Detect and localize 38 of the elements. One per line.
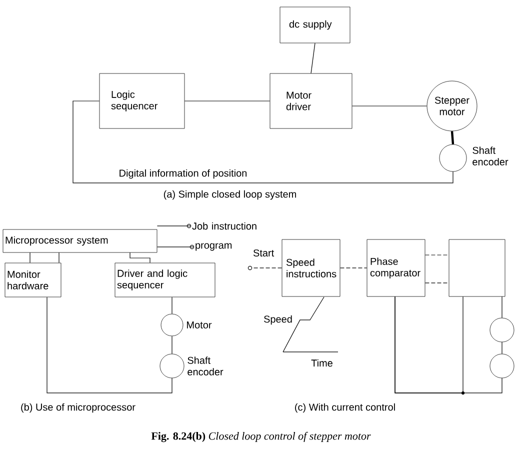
- terminal-label: Job instruction: [186, 222, 256, 230]
- connector-line: [424, 282, 450, 284]
- connector-line: [72, 100, 454, 184]
- circle-symbol: [439, 144, 467, 172]
- panel-label: Speed: [264, 315, 292, 325]
- circle-symbol: [490, 354, 514, 378]
- block-box: Motor driver: [270, 73, 352, 129]
- block-box: Monitor hardware: [4, 262, 62, 298]
- connector-line: [394, 296, 464, 394]
- connector-line: [310, 42, 316, 74]
- empty-box: [448, 239, 506, 297]
- connector-line: [46, 296, 172, 394]
- component-label: Shaft encoder: [472, 146, 508, 166]
- connector-line: [184, 100, 270, 102]
- block-box: Speed instructions: [282, 239, 340, 297]
- terminal-label: program: [190, 243, 232, 251]
- edge-label: Digital information of position: [118, 168, 248, 180]
- block-box: Logic sequencer: [99, 73, 185, 129]
- component-label: Shaft encoder: [188, 356, 224, 376]
- connector-line: [424, 254, 450, 256]
- panel-label: (c) With current control: [295, 403, 395, 413]
- connector-line: [450, 131, 454, 144]
- terminal-label: Start: [248, 249, 274, 270]
- block-box: Driver and logic sequencer: [114, 262, 216, 298]
- component-label: Motor: [187, 322, 212, 328]
- connector-line: [58, 252, 60, 264]
- block-box: dc supply: [280, 6, 350, 44]
- circle-symbol: [160, 354, 184, 378]
- connector-line: [130, 252, 150, 264]
- block-box: Phase comparator: [366, 239, 426, 297]
- figure-caption: Fig. 8.24(b) Closed loop control of stepper motor: [151, 432, 371, 442]
- circle-symbol: [160, 314, 184, 336]
- block-box: Microprocessor system: [2, 229, 158, 253]
- panel-label: Time: [311, 359, 332, 367]
- connector-line: [156, 246, 194, 248]
- circle-symbol: [490, 318, 514, 342]
- panel-label: (b) Use of microprocessor: [21, 403, 136, 413]
- panel-label: (a) Simple closed loop system: [164, 190, 296, 200]
